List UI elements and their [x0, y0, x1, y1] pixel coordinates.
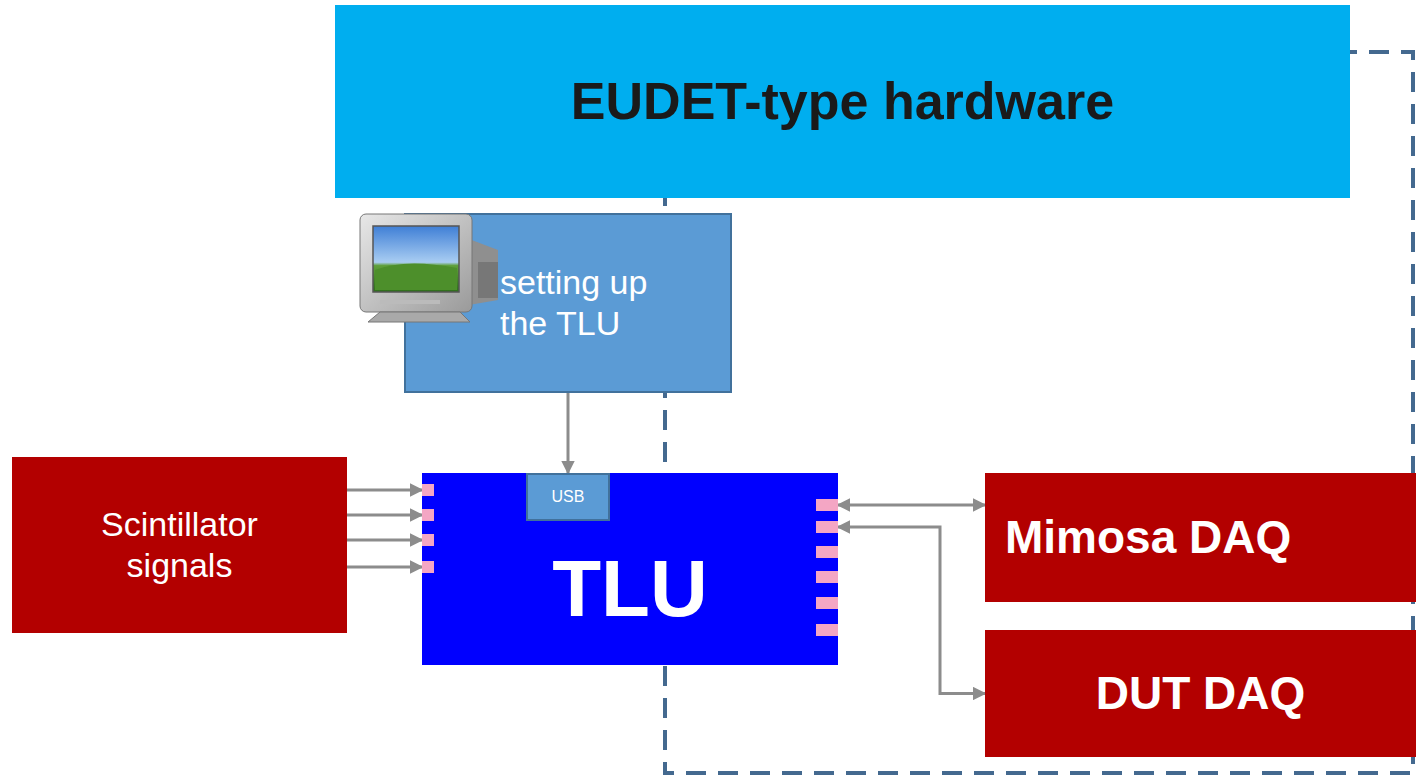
- node-text: EUDET-type hardware: [571, 70, 1114, 132]
- source-box: Scintillator signals: [12, 457, 347, 633]
- connector-arrow: [347, 514, 422, 517]
- node-text: USB: [552, 487, 585, 506]
- node-text: DUT DAQ: [1096, 666, 1306, 721]
- node-text: TLU: [552, 541, 708, 637]
- node-text: Scintillator signals: [65, 504, 295, 586]
- daq-box: Mimosa DAQ: [985, 473, 1416, 602]
- connector-arrow: [347, 566, 422, 569]
- connector-arrow: [347, 489, 422, 492]
- node-text: Mimosa DAQ: [1005, 510, 1291, 565]
- tlu-box: TLU USB: [422, 473, 838, 665]
- connector-arrow: [347, 539, 422, 542]
- connector-arrow: [838, 527, 985, 694]
- daq-box: DUT DAQ: [985, 630, 1416, 757]
- title-band: EUDET-type hardware: [335, 5, 1350, 198]
- process-box: setting up the TLU: [404, 213, 732, 393]
- connector-arrow: [567, 393, 570, 473]
- monitor-icon: [360, 214, 498, 322]
- port-box: USB: [526, 473, 610, 521]
- connector-arrow: [838, 504, 985, 507]
- node-text: setting up the TLU: [500, 262, 700, 344]
- tlu-pads: [422, 484, 838, 636]
